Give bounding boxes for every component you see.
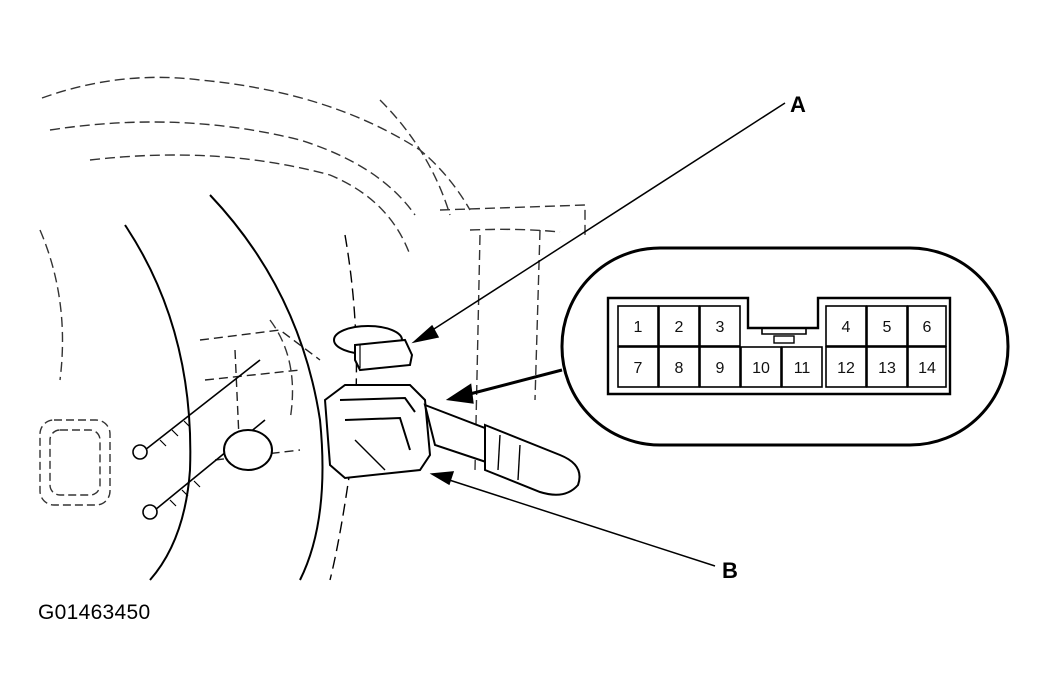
side-vent xyxy=(39,419,111,506)
connector-face xyxy=(606,296,952,396)
combination-switch xyxy=(323,384,432,480)
pin-cell-10 xyxy=(740,346,782,388)
pin-label: 4 xyxy=(842,319,851,336)
leader-b xyxy=(429,471,716,567)
pin-cell-5 xyxy=(866,305,908,347)
dashboard-outline xyxy=(39,76,586,471)
pin-cell-2 xyxy=(658,305,700,347)
pin-cell-14 xyxy=(907,346,947,388)
leader-a xyxy=(411,102,786,344)
connector-a xyxy=(354,338,414,372)
pin-label: 6 xyxy=(923,319,932,336)
pin-label: 14 xyxy=(918,360,936,377)
pin-label: 9 xyxy=(716,360,725,377)
figure-id: G01463450 xyxy=(38,601,151,624)
callout-b-label: B xyxy=(722,558,738,583)
pin-label: 3 xyxy=(716,319,725,336)
pin-cell-12 xyxy=(825,346,867,388)
pin-label: 5 xyxy=(883,319,892,336)
pin-cell-8 xyxy=(658,346,700,388)
steering-wheel xyxy=(124,194,358,581)
pin-cell-7 xyxy=(617,346,659,388)
pin-label: 1 xyxy=(634,319,643,336)
pin-cell-3 xyxy=(699,305,741,347)
pin-label: 11 xyxy=(794,360,811,377)
pin-label: 10 xyxy=(752,360,770,377)
detail-leader xyxy=(445,368,563,404)
pin-cell-11 xyxy=(781,346,823,388)
pin-cell-9 xyxy=(699,346,741,388)
latch-tab xyxy=(773,335,795,344)
pin-cell-1 xyxy=(617,305,659,347)
mounting-screws xyxy=(132,359,266,520)
callout-a-label: A xyxy=(790,92,806,117)
switch-lever xyxy=(423,403,581,496)
pin-label: 7 xyxy=(634,360,643,377)
pin-label: 13 xyxy=(878,360,896,377)
connector-detail: 1 2 3 4 5 6 7 8 9 10 11 12 13 14 xyxy=(560,246,1010,447)
pin-cell-13 xyxy=(866,346,908,388)
pin-label: 12 xyxy=(837,360,855,377)
pin-cell-4 xyxy=(825,305,867,347)
pin-cell-6 xyxy=(907,305,947,347)
connector-latch xyxy=(761,328,807,335)
pin-label: 8 xyxy=(675,360,684,377)
pin-label: 2 xyxy=(675,319,684,336)
